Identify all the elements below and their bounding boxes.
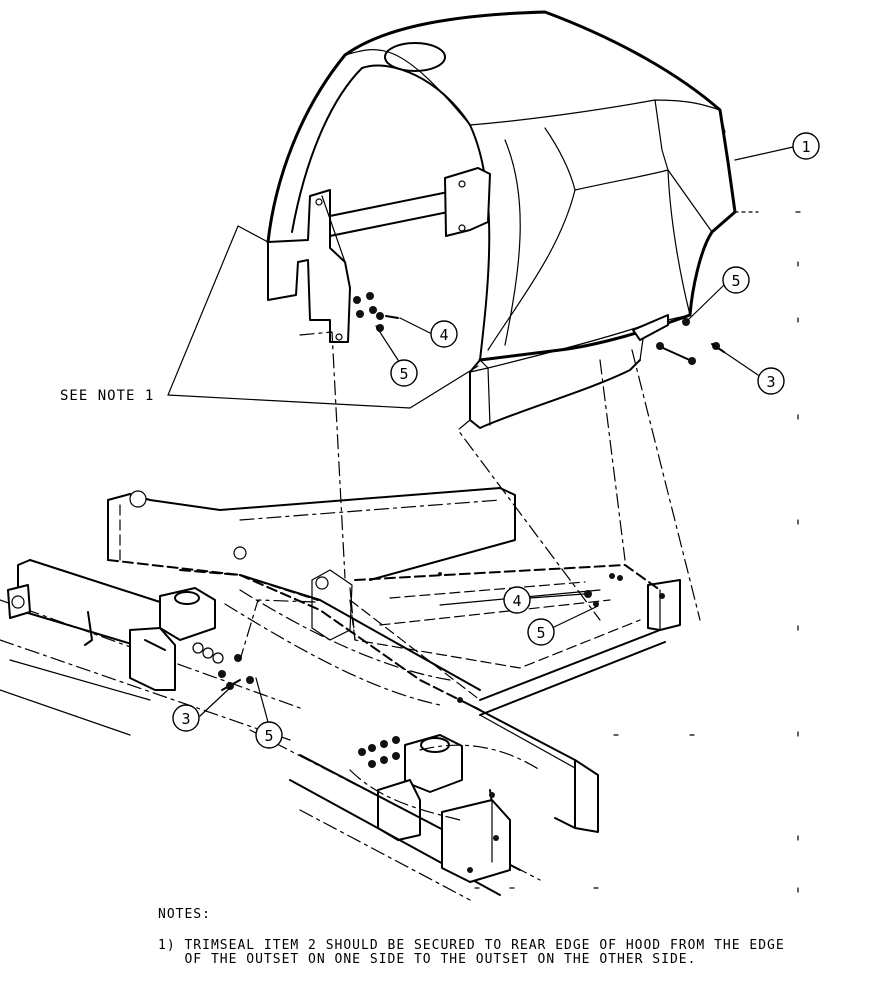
callout-5-top: 5 [390,359,418,387]
fuel-cap-opening [384,42,446,72]
callout-5-frame-text: 5 [536,624,545,642]
callout-5-frame: 5 [527,618,555,646]
callout-4-top: 4 [430,320,458,348]
hardware-left-bracket [353,292,399,332]
callout-3-right-text: 3 [766,373,775,391]
hood [266,10,759,429]
border-ticks [474,211,801,893]
callout-5-right-text: 5 [731,272,740,290]
assembly-center-lines [239,331,701,661]
see-note-label: SEE NOTE 1 [60,388,154,404]
hardware-right-tab [656,318,725,365]
note-item-1: 1) TRIMSEAL ITEM 2 SHOULD BE SECURED TO … [158,938,785,967]
callout-4-frame-text: 4 [512,592,521,610]
callout-3-right: 3 [757,367,785,395]
callout-3-left-text: 3 [181,710,190,728]
notes-heading: NOTES: [158,907,211,922]
callout-5-top-text: 5 [399,365,408,383]
callout-1: 1 [792,132,820,160]
callout-5-left-text: 5 [264,727,273,745]
callout-5-left: 5 [255,721,283,749]
frame-assembly [0,487,681,901]
callout-1-text: 1 [801,138,810,156]
notes-block: NOTES: 1) TRIMSEAL ITEM 2 SHOULD BE SECU… [158,908,858,967]
callout-3-left: 3 [172,704,200,732]
callout-4-frame: 4 [503,586,531,614]
leader-lines [167,146,794,723]
callout-4-top-text: 4 [439,326,448,344]
callout-5-right: 5 [722,266,750,294]
